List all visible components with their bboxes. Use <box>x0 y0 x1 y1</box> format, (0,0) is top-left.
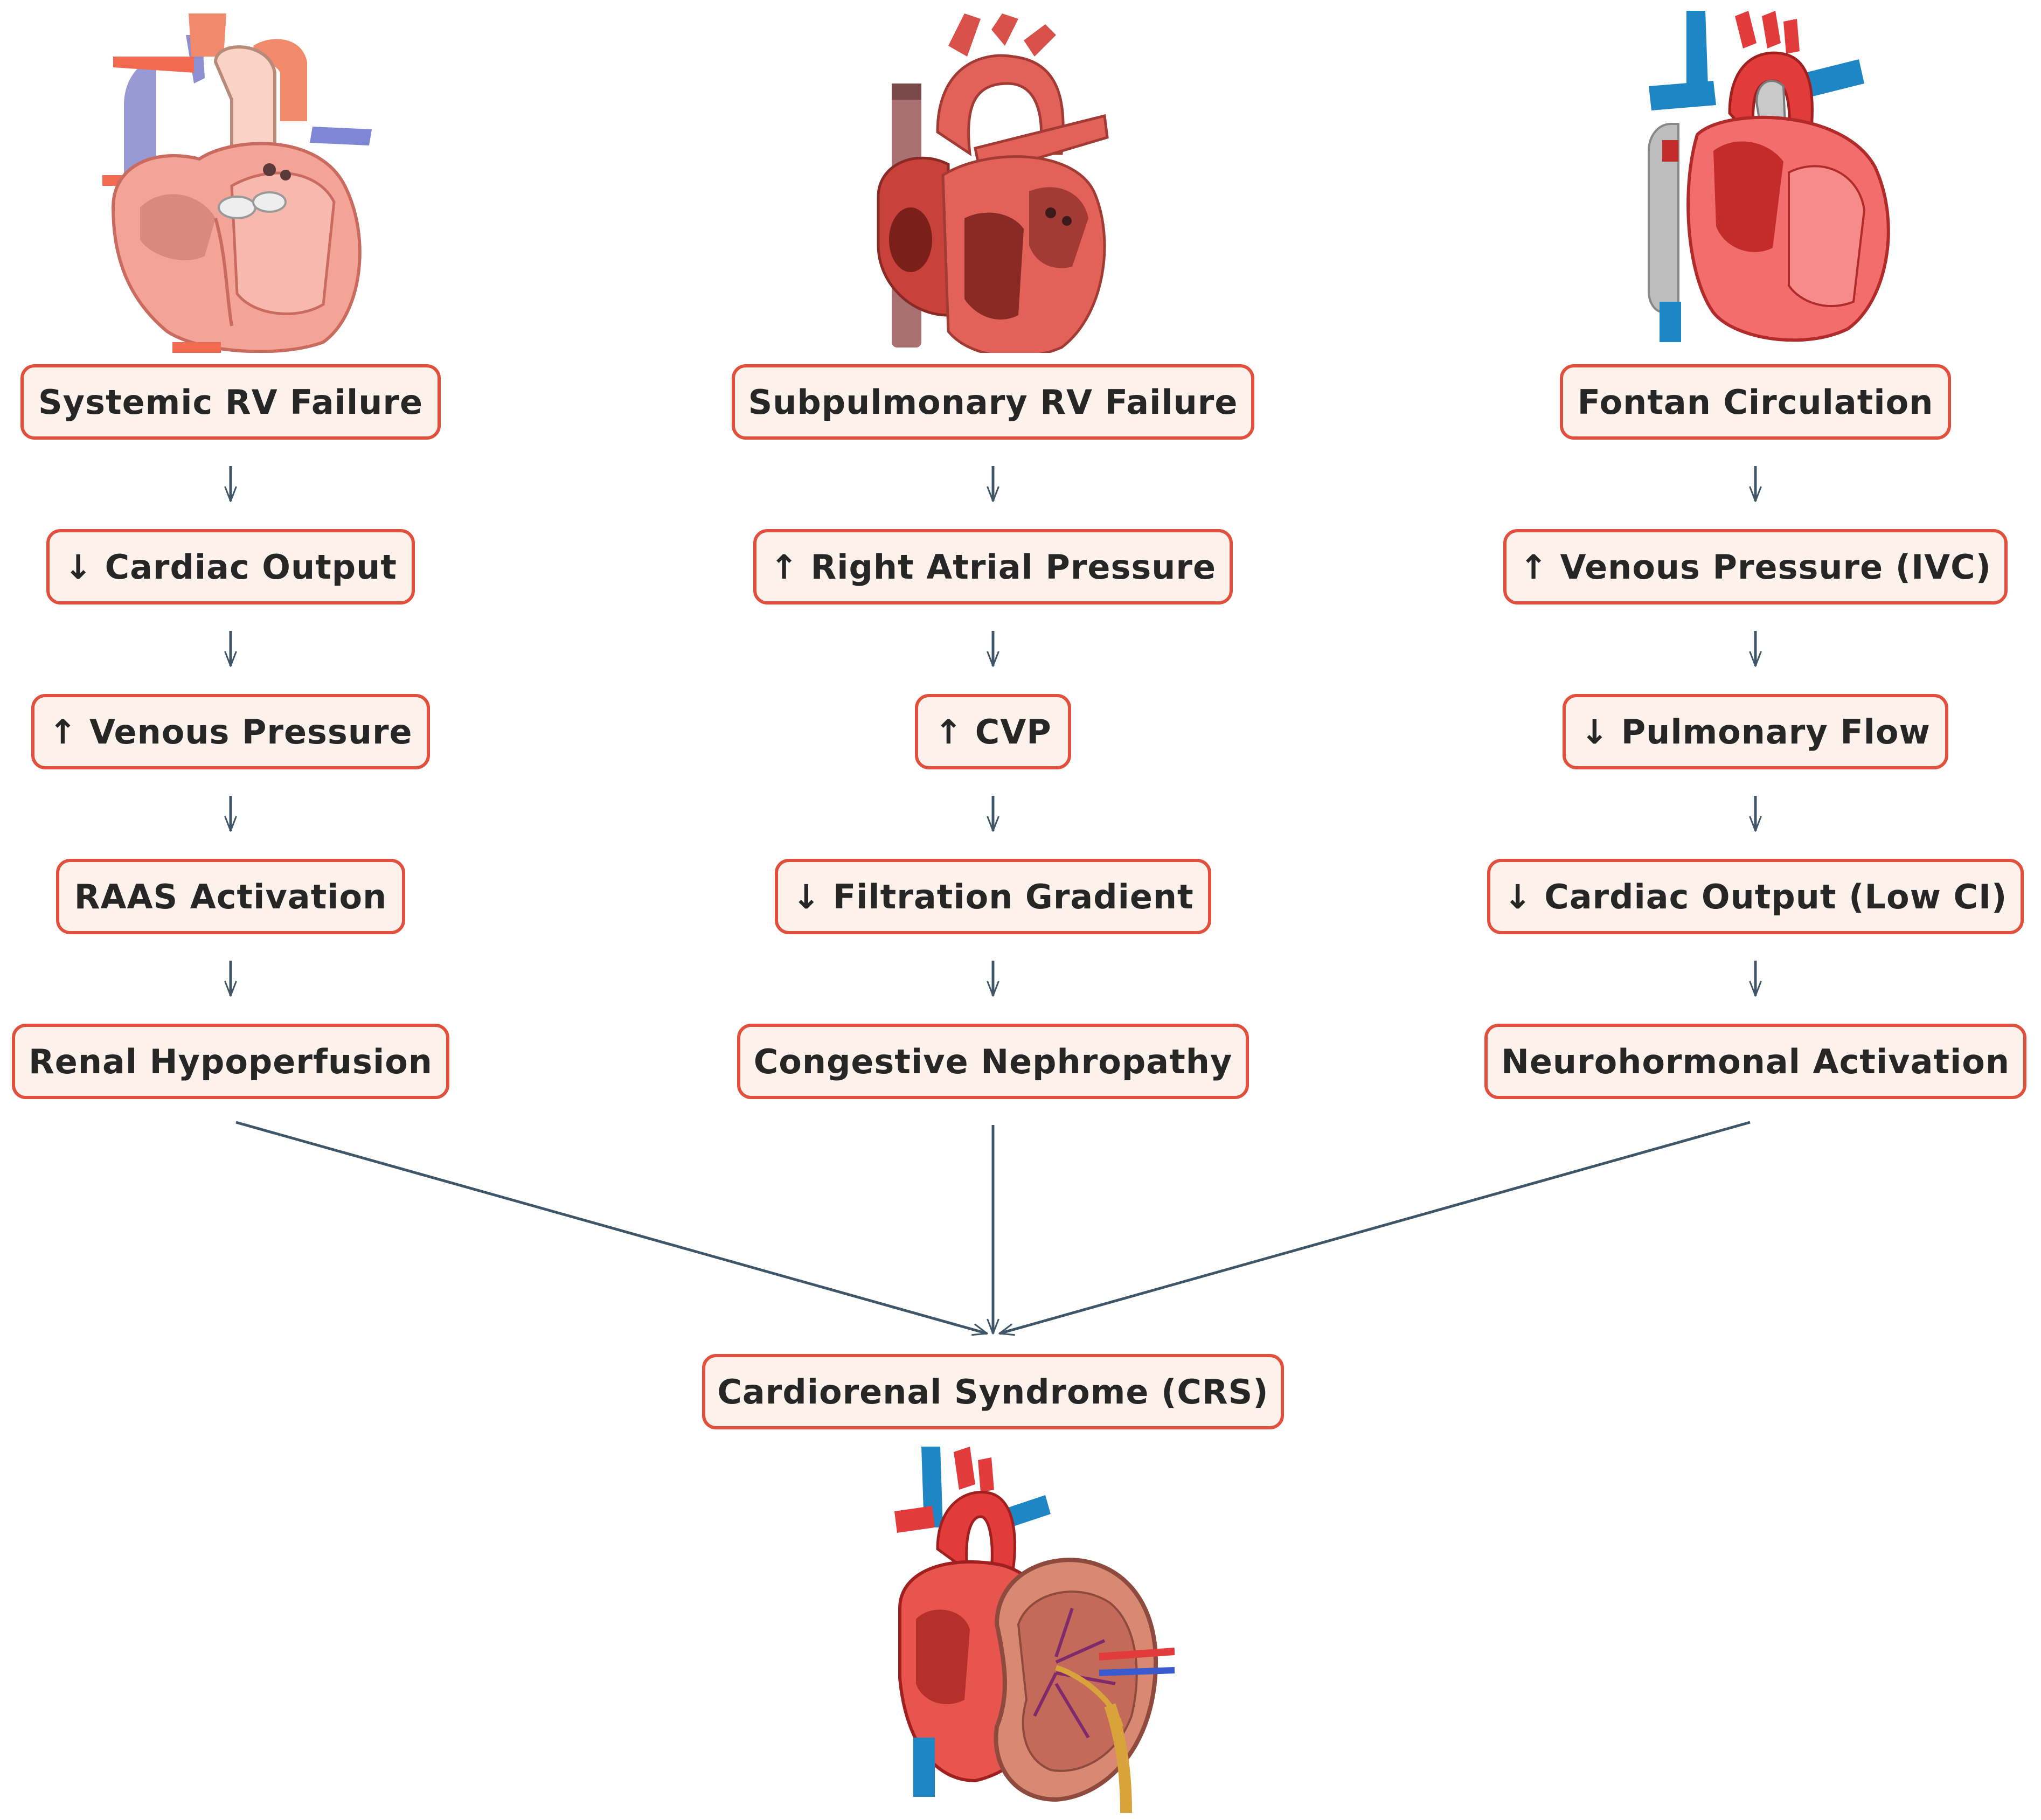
arrow-converge-left <box>235 1121 987 1333</box>
node-renal-hypoperfusion: Renal Hypoperfusion <box>12 1024 449 1099</box>
heart-kidney-icon <box>894 1447 1175 1813</box>
node-subpulmonary-rv-failure: Subpulmonary RV Failure <box>732 364 1254 440</box>
node-cardiorenal-syndrome: Cardiorenal Syndrome (CRS) <box>702 1354 1284 1429</box>
node-fontan-circulation: Fontan Circulation <box>1560 364 1951 440</box>
node-cvp-up: ↑ CVP <box>915 694 1071 769</box>
node-venous-pressure-ivc-up: ↑ Venous Pressure (IVC) <box>1503 529 2008 605</box>
node-venous-pressure-up: ↑ Venous Pressure <box>31 694 430 769</box>
node-filtration-gradient-down: ↓ Filtration Gradient <box>775 859 1211 934</box>
systemic-rv-heart-icon <box>102 13 372 353</box>
fontan-heart-icon <box>1648 11 1890 342</box>
node-pulmonary-flow-down: ↓ Pulmonary Flow <box>1563 694 1948 769</box>
node-right-atrial-pressure-up: ↑ Right Atrial Pressure <box>753 529 1233 605</box>
node-cardiac-output-down: ↓ Cardiac Output <box>46 529 415 605</box>
arrow-converge-right <box>999 1121 1751 1333</box>
node-neurohormonal-activation: Neurohormonal Activation <box>1484 1024 2026 1099</box>
subpulmonary-rv-heart-icon <box>877 13 1109 353</box>
node-cardiac-output-low-ci: ↓ Cardiac Output (Low CI) <box>1487 859 2024 934</box>
node-congestive-nephropathy: Congestive Nephropathy <box>737 1024 1249 1099</box>
node-raas-activation: RAAS Activation <box>56 859 405 934</box>
node-systemic-rv-failure: Systemic RV Failure <box>20 364 441 440</box>
